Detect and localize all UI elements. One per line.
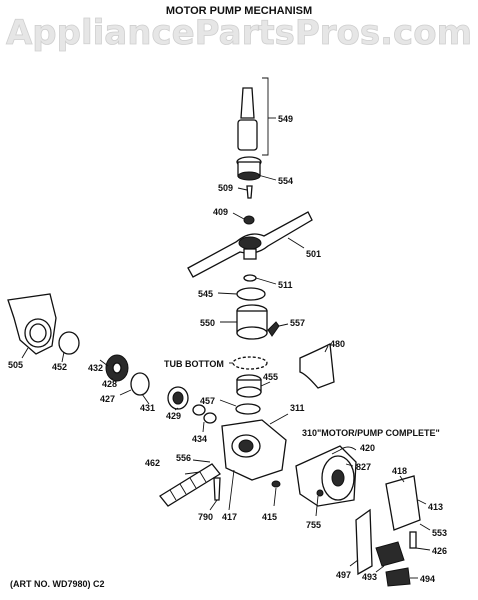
part-label-505: 505 xyxy=(8,360,23,370)
part-label-497: 497 xyxy=(336,570,351,580)
nut-drawing xyxy=(243,215,255,225)
pump-housing-drawing xyxy=(221,419,287,481)
part-labels: 549 554 509 409 501 511 545 557 550 480 … xyxy=(8,114,447,584)
part-label-427: 427 xyxy=(100,394,115,404)
part-label-549: 549 xyxy=(278,114,293,124)
part-label-428: 428 xyxy=(102,379,117,389)
part-label-556: 556 xyxy=(176,453,191,463)
watermark: AppliancePartsPros.com xyxy=(6,13,472,53)
pin-drawing xyxy=(409,531,417,549)
tub-bottom-ring xyxy=(232,356,268,370)
cup-drawing xyxy=(167,386,189,410)
block-drawing xyxy=(375,541,405,567)
part-label-493: 493 xyxy=(362,572,377,582)
part-label-480: 480 xyxy=(330,339,345,349)
motor-pump-complete-callout: 310"MOTOR/PUMP COMPLETE" xyxy=(302,428,440,438)
diagram-title: MOTOR PUMP MECHANISM xyxy=(166,5,312,17)
spray-arm-drawing xyxy=(187,211,313,278)
part-label-457: 457 xyxy=(200,396,215,406)
part-label-418: 418 xyxy=(392,466,407,476)
part-label-494: 494 xyxy=(420,574,435,584)
part-label-554: 554 xyxy=(278,176,293,186)
tower-base-drawing xyxy=(236,156,262,181)
part-label-426: 426 xyxy=(432,546,447,556)
spray-tower-drawing xyxy=(237,77,269,156)
part-label-455: 455 xyxy=(263,372,278,382)
hub-drawing xyxy=(236,304,268,340)
part-label-432: 432 xyxy=(88,363,103,373)
part-label-431: 431 xyxy=(140,403,155,413)
part-label-509: 509 xyxy=(218,183,233,193)
part-label-511: 511 xyxy=(278,280,293,290)
part-label-429: 429 xyxy=(166,411,181,421)
part-label-550: 550 xyxy=(200,318,215,328)
part-label-420: 420 xyxy=(360,443,375,453)
screw-790-drawing xyxy=(213,477,221,501)
impeller-drawing xyxy=(105,354,129,382)
clamp-drawing xyxy=(58,331,80,355)
part-label-462: 462 xyxy=(145,458,160,468)
seal-ring-drawing xyxy=(130,372,150,396)
part-label-553: 553 xyxy=(432,528,447,538)
mount-bracket-drawing xyxy=(355,508,373,576)
part-label-545: 545 xyxy=(198,289,213,299)
bracket-drawing xyxy=(385,475,421,531)
seal-drawing xyxy=(236,374,262,398)
part-label-434: 434 xyxy=(192,434,207,444)
part-label-755: 755 xyxy=(306,520,321,530)
part-label-413: 413 xyxy=(428,502,443,512)
part-label-501: 501 xyxy=(306,249,321,259)
cap-drawing xyxy=(385,567,411,587)
sump-housing-drawing xyxy=(7,293,57,355)
ring-drawing xyxy=(236,287,266,301)
screw-415-drawing xyxy=(271,480,281,488)
part-label-827: 827 xyxy=(356,462,371,472)
bushing-drawing xyxy=(192,404,217,424)
motor-drawing xyxy=(295,445,357,507)
part-label-790: 790 xyxy=(198,512,213,522)
wire-drawing xyxy=(339,446,357,451)
leader-lines xyxy=(21,117,431,579)
tub-bottom-callout: TUB BOTTOM xyxy=(164,359,224,369)
art-number: (ART NO. WD7980) C2 xyxy=(10,579,105,589)
part-label-409: 409 xyxy=(213,207,228,217)
part-label-415: 415 xyxy=(262,512,277,522)
part-label-311: 311 xyxy=(290,403,305,413)
part-label-452: 452 xyxy=(52,362,67,372)
part-label-557: 557 xyxy=(290,318,305,328)
shield-drawing xyxy=(299,342,335,389)
washer-drawing xyxy=(243,274,257,282)
gasket-drawing xyxy=(235,403,261,415)
drain-hose-drawing xyxy=(159,463,221,507)
screw-drawing xyxy=(246,185,253,199)
clip-drawing xyxy=(267,321,280,337)
part-label-417: 417 xyxy=(222,512,237,522)
